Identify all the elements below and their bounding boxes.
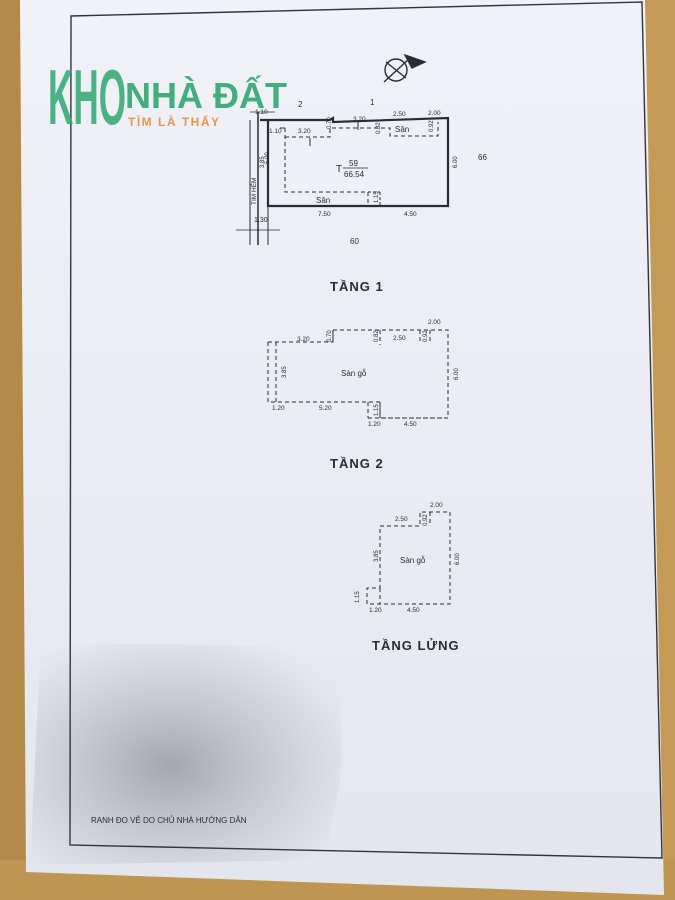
dim-label: 0.82 [374,330,380,342]
dim-label: 4.50 [407,607,420,614]
dim-label: 3.85 [374,550,380,562]
drawing-frame [69,1,663,859]
dim-label: 0.92 [429,120,435,132]
lot-label-east: 66 [478,153,487,162]
dim-label: 1.10 [269,128,282,135]
dim-label: 2.50 [395,516,408,523]
dim-label: 1.10 [255,109,268,116]
dim-label: 1.15 [355,591,361,603]
dim-label: 0.70 [327,330,333,342]
dim-label: 3.20 [353,116,366,123]
lot-label-left: 2 [298,100,303,109]
dim-label: 1.30 [254,217,268,224]
dim-label: 5.00 [265,152,271,164]
dim-label: 6.00 [455,553,461,565]
floor-plan-1 [236,111,450,245]
floor-plan-3 [366,511,451,605]
dim-label: 2.50 [393,111,406,118]
room-label: Sàn gỗ [341,369,367,378]
room-label: Sân [395,125,409,134]
plan-title: TẦNG 1 [330,279,384,294]
floor-plan-2 [267,329,449,419]
dim-label: 0.92 [423,514,429,526]
dim-label: 2.00 [428,319,441,326]
dim-label: 0.70 [327,117,333,129]
room-label: Sàn gỗ [400,556,426,565]
dim-label: 1.20 [272,405,285,412]
dim-label: 4.50 [404,211,417,218]
watermark-logo: KHO NHÀ ĐẤT TÌM LÀ THẤY [48,53,287,141]
watermark-logo-letters: KHO [48,53,126,141]
dim-label: 5.20 [319,405,332,412]
footer-note: RANH ĐO VẼ DO CHỦ NHÀ HƯỚNG DẪN [91,816,247,825]
dim-label: 1.20 [368,421,381,428]
alley-label: TIM HẺM [249,178,258,205]
plan-title: TẦNG 2 [330,456,384,471]
lot-area: 66.54 [344,170,365,179]
floor-plan-3-labels: 2.50 0.92 2.00 3.85 6.00 1.15 1.20 4.50 … [355,502,461,653]
dim-label: 6.00 [454,368,460,380]
room-label: Sân [316,196,330,205]
plan-title: TẦNG LỬNG [372,638,460,653]
dim-label: 0.82 [376,122,382,134]
dim-label: 1.20 [369,607,382,614]
floor-plan-1-labels: 2 1 66 60 1.10 1.10 3.20 0.70 3.20 2.50 … [249,98,487,294]
dim-label: 4.50 [404,421,417,428]
dim-label: 3.20 [298,128,311,135]
watermark-title: NHÀ ĐẤT [125,75,287,116]
dim-label: 7.50 [318,211,331,218]
dim-label: 3.85 [260,156,266,168]
north-arrow-icon [383,53,427,83]
dim-label: 1.15 [374,191,380,203]
dim-label: 0.92 [423,330,429,342]
dim-label: 6.00 [453,156,459,168]
dim-label: 3.85 [282,366,288,378]
dim-label: 2.00 [428,110,441,117]
watermark-tagline: TÌM LÀ THẤY [128,114,221,129]
lot-number: 59 [349,159,358,168]
lot-label-right: 1 [370,98,375,107]
lot-prefix: T [336,164,342,175]
floor-plan-2-labels: 3.20 0.70 0.82 2.50 0.92 2.00 3.85 6.00 … [272,319,460,471]
phone-shadow [30,643,342,865]
lot-label-south: 60 [350,237,359,246]
dim-label: 2.50 [393,335,406,342]
dim-label: 2.00 [430,502,443,509]
dim-label: 3.20 [297,336,310,343]
dim-label: 1.15 [374,404,380,416]
